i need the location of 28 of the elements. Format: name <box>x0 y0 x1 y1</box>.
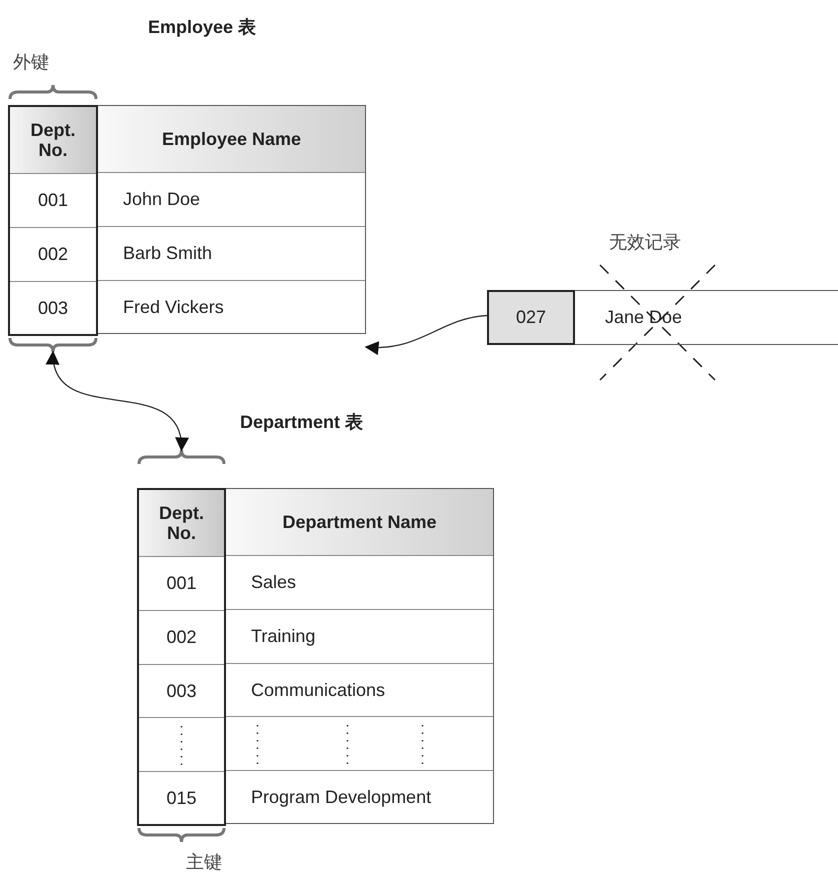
name-entry: Training <box>251 626 316 647</box>
column-header: Dept. No. <box>30 120 76 160</box>
name-entry: Barb Smith <box>123 243 212 264</box>
arrow <box>364 314 488 354</box>
key-label: 主键 <box>185 851 223 874</box>
department-number: 002 <box>38 244 68 265</box>
column-header: Department Name <box>282 512 437 532</box>
record-label: 无效记录 <box>609 231 681 254</box>
column-header: Dept. No. <box>158 503 205 543</box>
name-entry: John Doe <box>123 189 200 210</box>
name-entry: Sales <box>251 572 296 593</box>
department-number: 003 <box>166 680 197 702</box>
name-entry: Program Development <box>251 786 432 808</box>
column-header: Employee Name <box>162 129 302 149</box>
department-number: 001 <box>166 573 197 594</box>
name-column <box>98 105 366 334</box>
department-number: 015 <box>166 788 197 808</box>
department-number: 001 <box>38 190 68 211</box>
name-column <box>226 488 494 824</box>
name-entry: Communications <box>251 680 386 700</box>
department-number: 027 <box>487 290 575 345</box>
key-label: 外键 <box>12 51 50 74</box>
table-title: Employee 表 <box>148 16 256 39</box>
double-arrow <box>48 350 188 452</box>
department-number: 003 <box>38 298 68 318</box>
name-entry: Fred Vickers <box>123 296 224 318</box>
department-number: 002 <box>166 627 197 648</box>
table-title: Department 表 <box>240 411 364 434</box>
